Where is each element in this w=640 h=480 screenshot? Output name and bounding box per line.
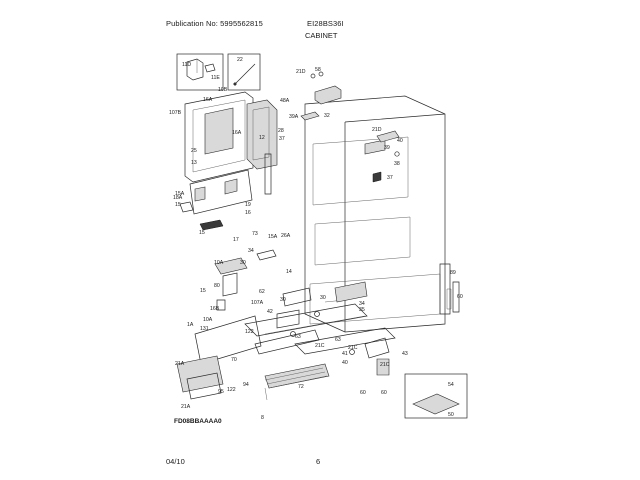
callout-14: 14 (286, 269, 292, 275)
callout-73: 73 (252, 231, 258, 237)
inset-box-1 (176, 53, 224, 91)
callout-15-2: 15 (199, 230, 205, 236)
callout-70: 70 (231, 357, 237, 363)
callout-107b: 107B (169, 110, 182, 116)
callout-17: 17 (233, 237, 239, 243)
callout-34: 34 (248, 248, 254, 254)
figure-code: FD08BBAAAA0 (174, 418, 222, 425)
callout-21c-2: 21C (348, 345, 358, 351)
exploded-view-svg: 11D 11E 22 10B 16A 107B 12 16A 25 13 28 … (169, 53, 468, 421)
callout-122: 122 (245, 329, 254, 335)
footer-page-number: 6 (316, 457, 321, 466)
callout-43: 43 (402, 351, 408, 357)
callout-22: 22 (237, 57, 243, 63)
center-bracket-assembly (276, 281, 368, 337)
callout-21a-2: 21A (181, 404, 191, 410)
callout-21c-3: 21C (380, 362, 390, 368)
callout-34-2: 34 (359, 301, 365, 307)
callout-30: 30 (240, 260, 246, 266)
callout-30-2: 30 (280, 297, 286, 303)
kickplate-assembly (244, 303, 396, 401)
callout-89: 89 (450, 270, 456, 276)
callout-11e: 11E (211, 75, 220, 81)
callout-40: 40 (397, 138, 403, 144)
callout-95: 95 (218, 389, 224, 395)
callout-16b: 16B (210, 306, 220, 312)
callout-122-2: 122 (227, 387, 236, 393)
left-panel-rear (246, 99, 278, 195)
callout-16: 16 (245, 210, 251, 216)
callout-13: 13 (191, 160, 197, 166)
callout-42: 42 (267, 309, 273, 315)
callout-35: 35 (359, 307, 365, 313)
callout-60: 60 (457, 294, 463, 300)
callout-62: 62 (259, 289, 265, 295)
callout-32: 32 (324, 113, 330, 119)
callout-19: 19 (245, 202, 251, 208)
footer-date: 04/10 (166, 457, 185, 466)
callout-38: 38 (394, 161, 400, 167)
front-grille-assembly (176, 315, 390, 400)
page-title: CABINET (305, 31, 338, 40)
callout-60-3: 60 (381, 390, 387, 396)
callout-37: 37 (279, 136, 285, 142)
callout-39a: 39A (289, 114, 299, 120)
callout-25: 25 (191, 148, 197, 154)
callout-11d: 11D (182, 62, 191, 68)
top-hinge-assembly (300, 71, 400, 183)
callout-72: 72 (298, 384, 304, 390)
callout-80: 80 (214, 283, 220, 289)
callout-10b: 10B (218, 87, 228, 93)
left-panel-assembly (179, 91, 254, 231)
callout-21d: 21D (296, 69, 306, 75)
callout-131: 131 (200, 326, 209, 332)
callout-21a: 21A (175, 361, 185, 367)
side-cabinet-bracket (446, 281, 460, 313)
cabinet-body (304, 95, 451, 333)
callout-60-2: 60 (360, 390, 366, 396)
callout-12: 12 (259, 135, 265, 141)
callout-41: 41 (342, 351, 348, 357)
callout-15a-2: 15A (268, 234, 278, 240)
callout-15: 15 (175, 202, 181, 208)
callout-107a: 107A (251, 300, 264, 306)
callout-58: 58 (315, 67, 321, 73)
callout-10a-2: 10A (203, 317, 213, 323)
callout-40-2: 40 (342, 360, 348, 366)
callout-48a: 48A (280, 98, 290, 104)
callout-94: 94 (243, 382, 249, 388)
callout-18a: 18A (173, 195, 183, 201)
model-number: EI28BS36I (307, 19, 344, 28)
callout-16a-2: 16A (232, 130, 242, 136)
callout-16a: 16A (203, 97, 213, 103)
callout-8: 8 (261, 415, 264, 421)
callout-39: 39 (384, 145, 390, 151)
callout-54: 54 (448, 382, 454, 388)
callout-10a: 10A (214, 260, 224, 266)
callout-63: 63 (295, 334, 301, 340)
inset-box-3 (404, 373, 468, 419)
callout-15-3: 15 (200, 288, 206, 294)
inset-box-2 (227, 53, 261, 91)
callout-28: 28 (278, 128, 284, 134)
callout-37-2: 37 (387, 175, 393, 181)
callout-1a: 1A (187, 322, 194, 328)
callout-50: 50 (448, 412, 454, 418)
lower-hinge-bracket (214, 249, 277, 311)
callout-30-3: 30 (320, 295, 326, 301)
callout-21c: 21C (315, 343, 325, 349)
callout-labels: 11D 11E 22 10B 16A 107B 12 16A 25 13 28 … (169, 57, 463, 421)
parts-diagram: 11D 11E 22 10B 16A 107B 12 16A 25 13 28 … (165, 44, 473, 430)
callout-26a: 26A (281, 233, 291, 239)
callout-63-2: 63 (335, 337, 341, 343)
callout-21d-2: 21D (372, 127, 382, 133)
callout-15a: 15A (175, 191, 185, 197)
publication-number: Publication No: 5995562815 (166, 19, 263, 28)
